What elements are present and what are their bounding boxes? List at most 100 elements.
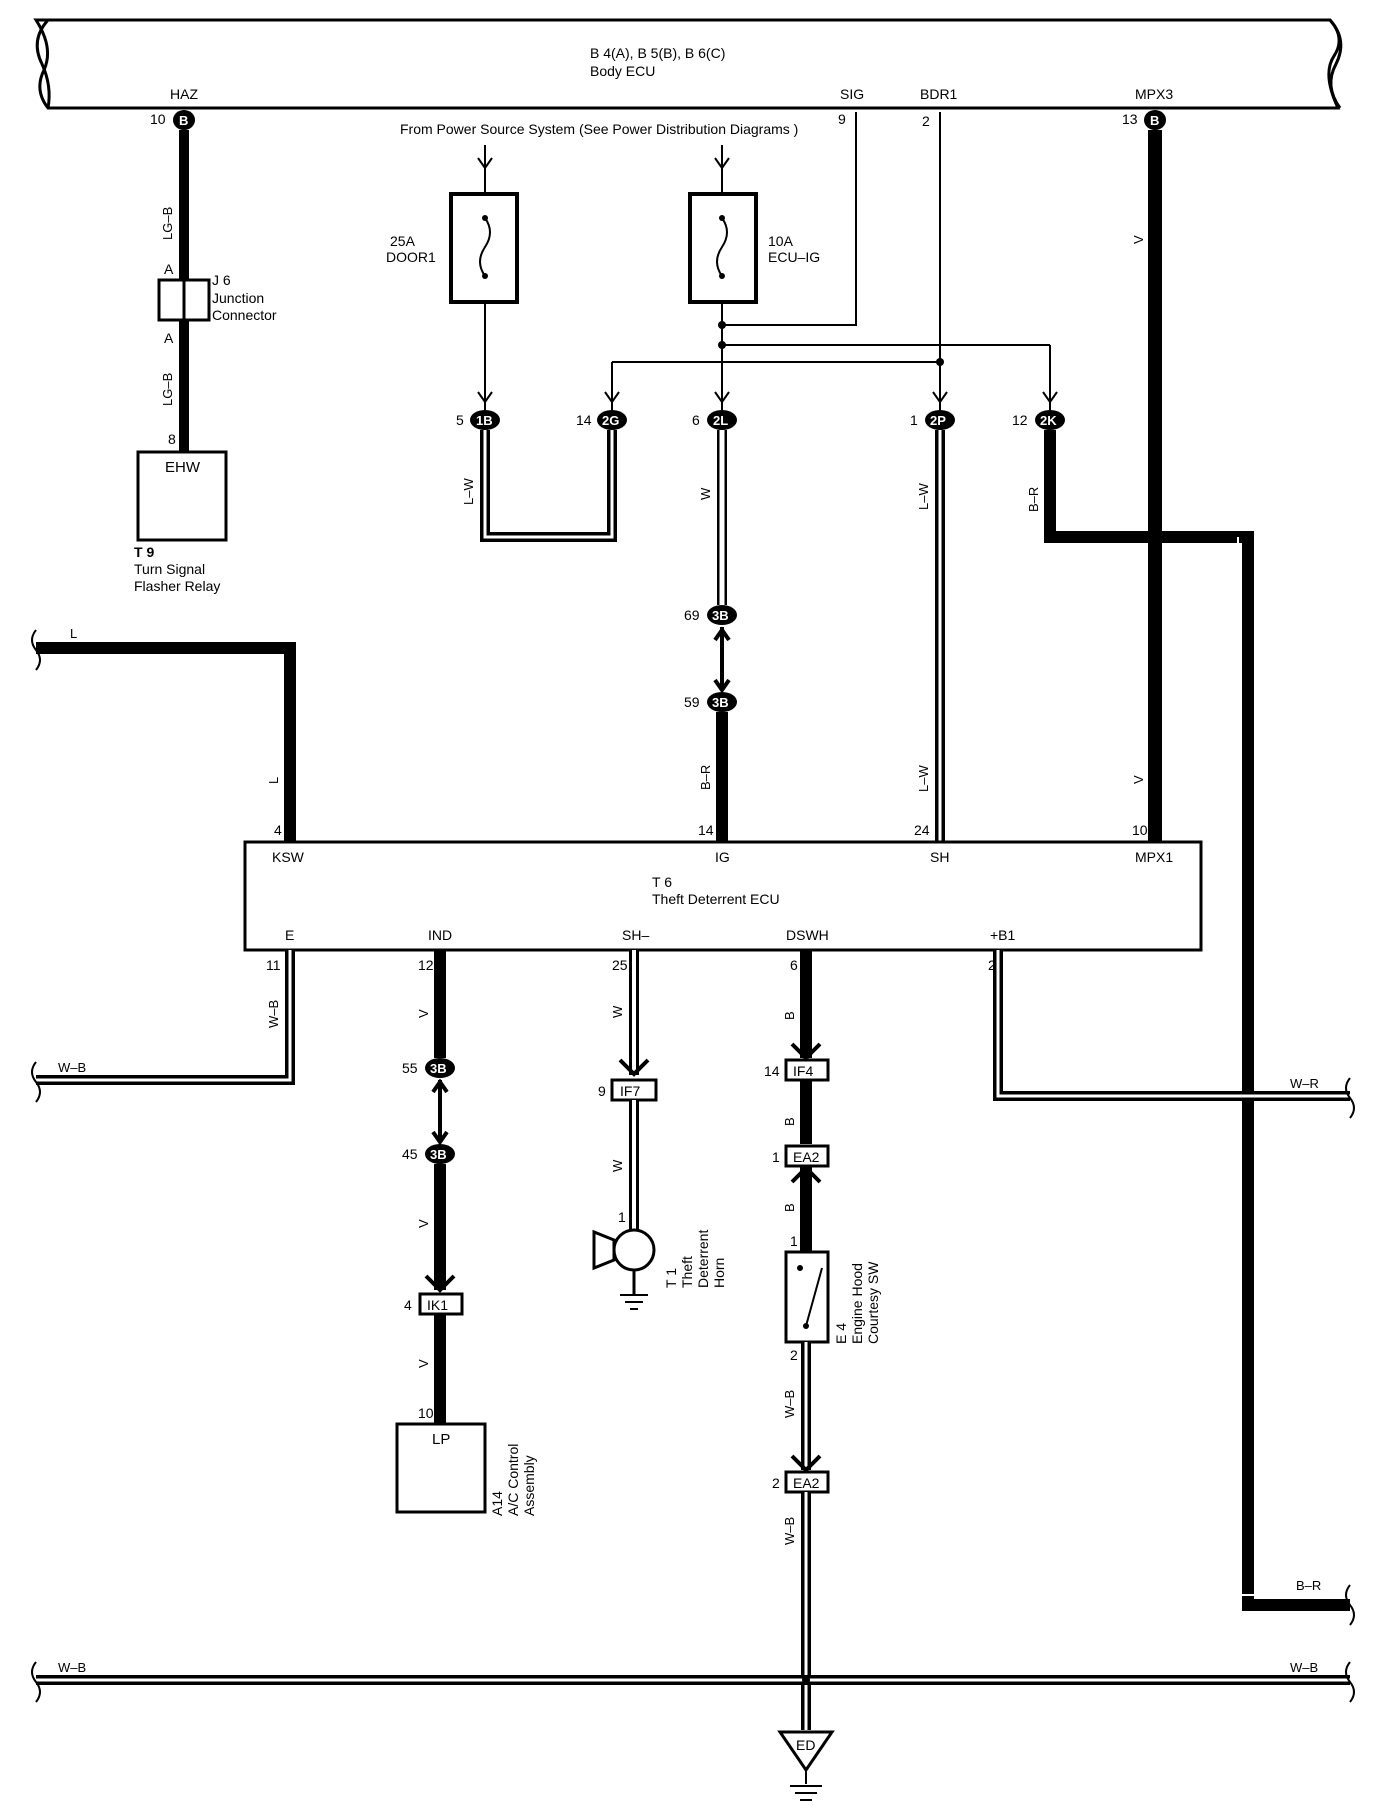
inline-pin-45: 45 [402, 1146, 418, 1162]
pin-haz: 10 [150, 111, 166, 127]
jb-pin-2g: 14 [576, 412, 592, 428]
ecu-terminal-sh: SH [930, 849, 949, 865]
horn-id: T 1 [663, 1268, 679, 1288]
wire-label-b-r-2k: B–R [1026, 487, 1041, 512]
ecu-id: T 6 [652, 874, 672, 890]
fuse-door1 [449, 192, 519, 304]
switch-name-line1: Engine Hood [849, 1263, 865, 1344]
inline-connector-3b-59: 3B [707, 692, 737, 712]
box-pin-if4: 14 [764, 1063, 780, 1079]
wire-label-v-mpx-lower: V [1131, 775, 1146, 784]
ac-id: A14 [489, 1491, 505, 1516]
wire-label-lg-b-upper: LG–B [160, 207, 175, 240]
svg-text:B: B [179, 113, 188, 128]
bus-splice-dot [802, 1676, 810, 1684]
box-pin-ea2-top: 1 [772, 1149, 780, 1165]
wire-label-b-r-right-end: B–R [1296, 1578, 1321, 1593]
ac-name-line1: A/C Control [505, 1444, 521, 1516]
ecu-pin-ind: 12 [418, 957, 434, 973]
j6-terminal-bottom: A [164, 330, 174, 346]
turn-signal-relay-box [136, 450, 228, 542]
wire-label-w-horn: W [610, 1159, 625, 1172]
wire-label-v-ind-2: V [416, 1219, 431, 1228]
ground-icon [790, 1785, 822, 1801]
ecu-terminal-mpx1: MPX1 [1135, 849, 1173, 865]
t9-terminal-ehw: EHW [165, 459, 201, 476]
body-ecu-connectors: B 4(A), B 5(B), B 6(C) [590, 45, 725, 61]
wire-label-w-b-e-side: W–B [266, 1000, 281, 1028]
connector-mate-arrow-ind [431, 1078, 449, 1146]
body-ecu-name: Body ECU [590, 63, 655, 79]
ecu-pin-sh-minus: 25 [612, 957, 628, 973]
svg-text:IF4: IF4 [793, 1063, 813, 1079]
box-connector-ea2-bottom: EA2 [784, 1470, 830, 1494]
ecu-terminal-dswh: DSWH [786, 927, 829, 943]
wire-label-w-b-e-end: W–B [58, 1060, 86, 1075]
fuse-ecu-ig-name: ECU–IG [768, 249, 820, 265]
wire-label-w-b-ground: W–B [782, 1517, 797, 1545]
svg-text:3B: 3B [430, 1061, 447, 1076]
svg-text:2K: 2K [1040, 413, 1057, 428]
t9-name-line1: Turn Signal [134, 561, 205, 577]
jb-connector-2k: 2K [1035, 410, 1065, 430]
ecu-pin-ig: 14 [698, 822, 714, 838]
wire-label-l-w-sh-upper: L–W [916, 483, 931, 510]
theft-deterrent-ecu-box [243, 840, 1203, 952]
inline-pin-59: 59 [684, 694, 700, 710]
wire-break-w-r [1345, 1077, 1355, 1119]
svg-text:2L: 2L [713, 413, 728, 428]
wire-label-v-ind-3: V [416, 1359, 431, 1368]
j6-id: J 6 [212, 272, 231, 288]
svg-text:1B: 1B [476, 413, 493, 428]
inline-pin-69: 69 [684, 607, 700, 623]
horn-ground-icon [620, 1294, 648, 1310]
terminal-bdr1: BDR1 [920, 86, 958, 102]
wire-label-w-b-switch: W–B [782, 1390, 797, 1418]
inline-connector-3b-45: 3B [425, 1144, 455, 1164]
ecu-pin-sh: 24 [914, 822, 930, 838]
wire-label-w-b-bus-right: W–B [1290, 1660, 1318, 1675]
wire-label-w-b-bus-left: W–B [58, 1660, 86, 1675]
wire-label-w-ig: W [698, 487, 713, 500]
wire-switch-w-b [790, 1342, 822, 1473]
svg-text:IF7: IF7 [620, 1083, 640, 1099]
pin-bdr1: 2 [922, 113, 930, 129]
switch-pin-top: 1 [790, 1233, 798, 1249]
j6-terminal-top: A [164, 261, 174, 277]
wire-label-v-mpx-upper: V [1131, 235, 1146, 244]
wire-break-l [31, 629, 41, 671]
splice-dots [718, 321, 944, 366]
box-pin-ea2-bottom: 2 [772, 1475, 780, 1491]
ecu-pin-e: 11 [266, 957, 281, 973]
svg-text:IK1: IK1 [427, 1297, 448, 1313]
terminal-sig: SIG [840, 86, 864, 102]
junction-connector-j6 [157, 278, 211, 322]
j6-name-line2: Connector [212, 307, 277, 323]
t9-name-line2: Flasher Relay [134, 578, 220, 594]
arrow-ea2-up [790, 1165, 822, 1184]
ecu-terminal-b1: +B1 [990, 927, 1016, 943]
fuse-ecu-ig [688, 192, 758, 304]
ac-terminal-lp: LP [432, 1431, 450, 1448]
jb-pin-2p: 1 [910, 412, 918, 428]
wire-label-w-r: W–R [1290, 1076, 1319, 1091]
wire-break-b-r [1345, 1584, 1355, 1626]
inline-pin-55: 55 [402, 1060, 418, 1076]
inline-connector-3b-69: 3B [707, 605, 737, 625]
wire-label-lg-b-lower: LG–B [160, 373, 175, 406]
svg-text:EA2: EA2 [793, 1475, 820, 1491]
svg-text:3B: 3B [712, 608, 729, 623]
wire-label-b-r-ig: B–R [698, 765, 713, 790]
wire-label-l-top: L [70, 626, 77, 641]
horn-name-line1: Theft [679, 1256, 695, 1288]
box-connector-ik1: IK1 [418, 1292, 464, 1316]
fuse-door1-name: DOOR1 [386, 249, 436, 265]
wire-label-l-side: L [266, 777, 281, 784]
wire-label-b-dswh-3: B [782, 1203, 797, 1212]
box-connector-if7: IF7 [610, 1078, 658, 1102]
wire-e-w-b [36, 950, 295, 1085]
pin-sig: 9 [838, 111, 846, 127]
box-connector-ea2-top: EA2 [784, 1144, 830, 1168]
wire-label-b-dswh-2: B [782, 1117, 797, 1126]
wire-label-w-sh-minus: W [610, 1005, 625, 1018]
